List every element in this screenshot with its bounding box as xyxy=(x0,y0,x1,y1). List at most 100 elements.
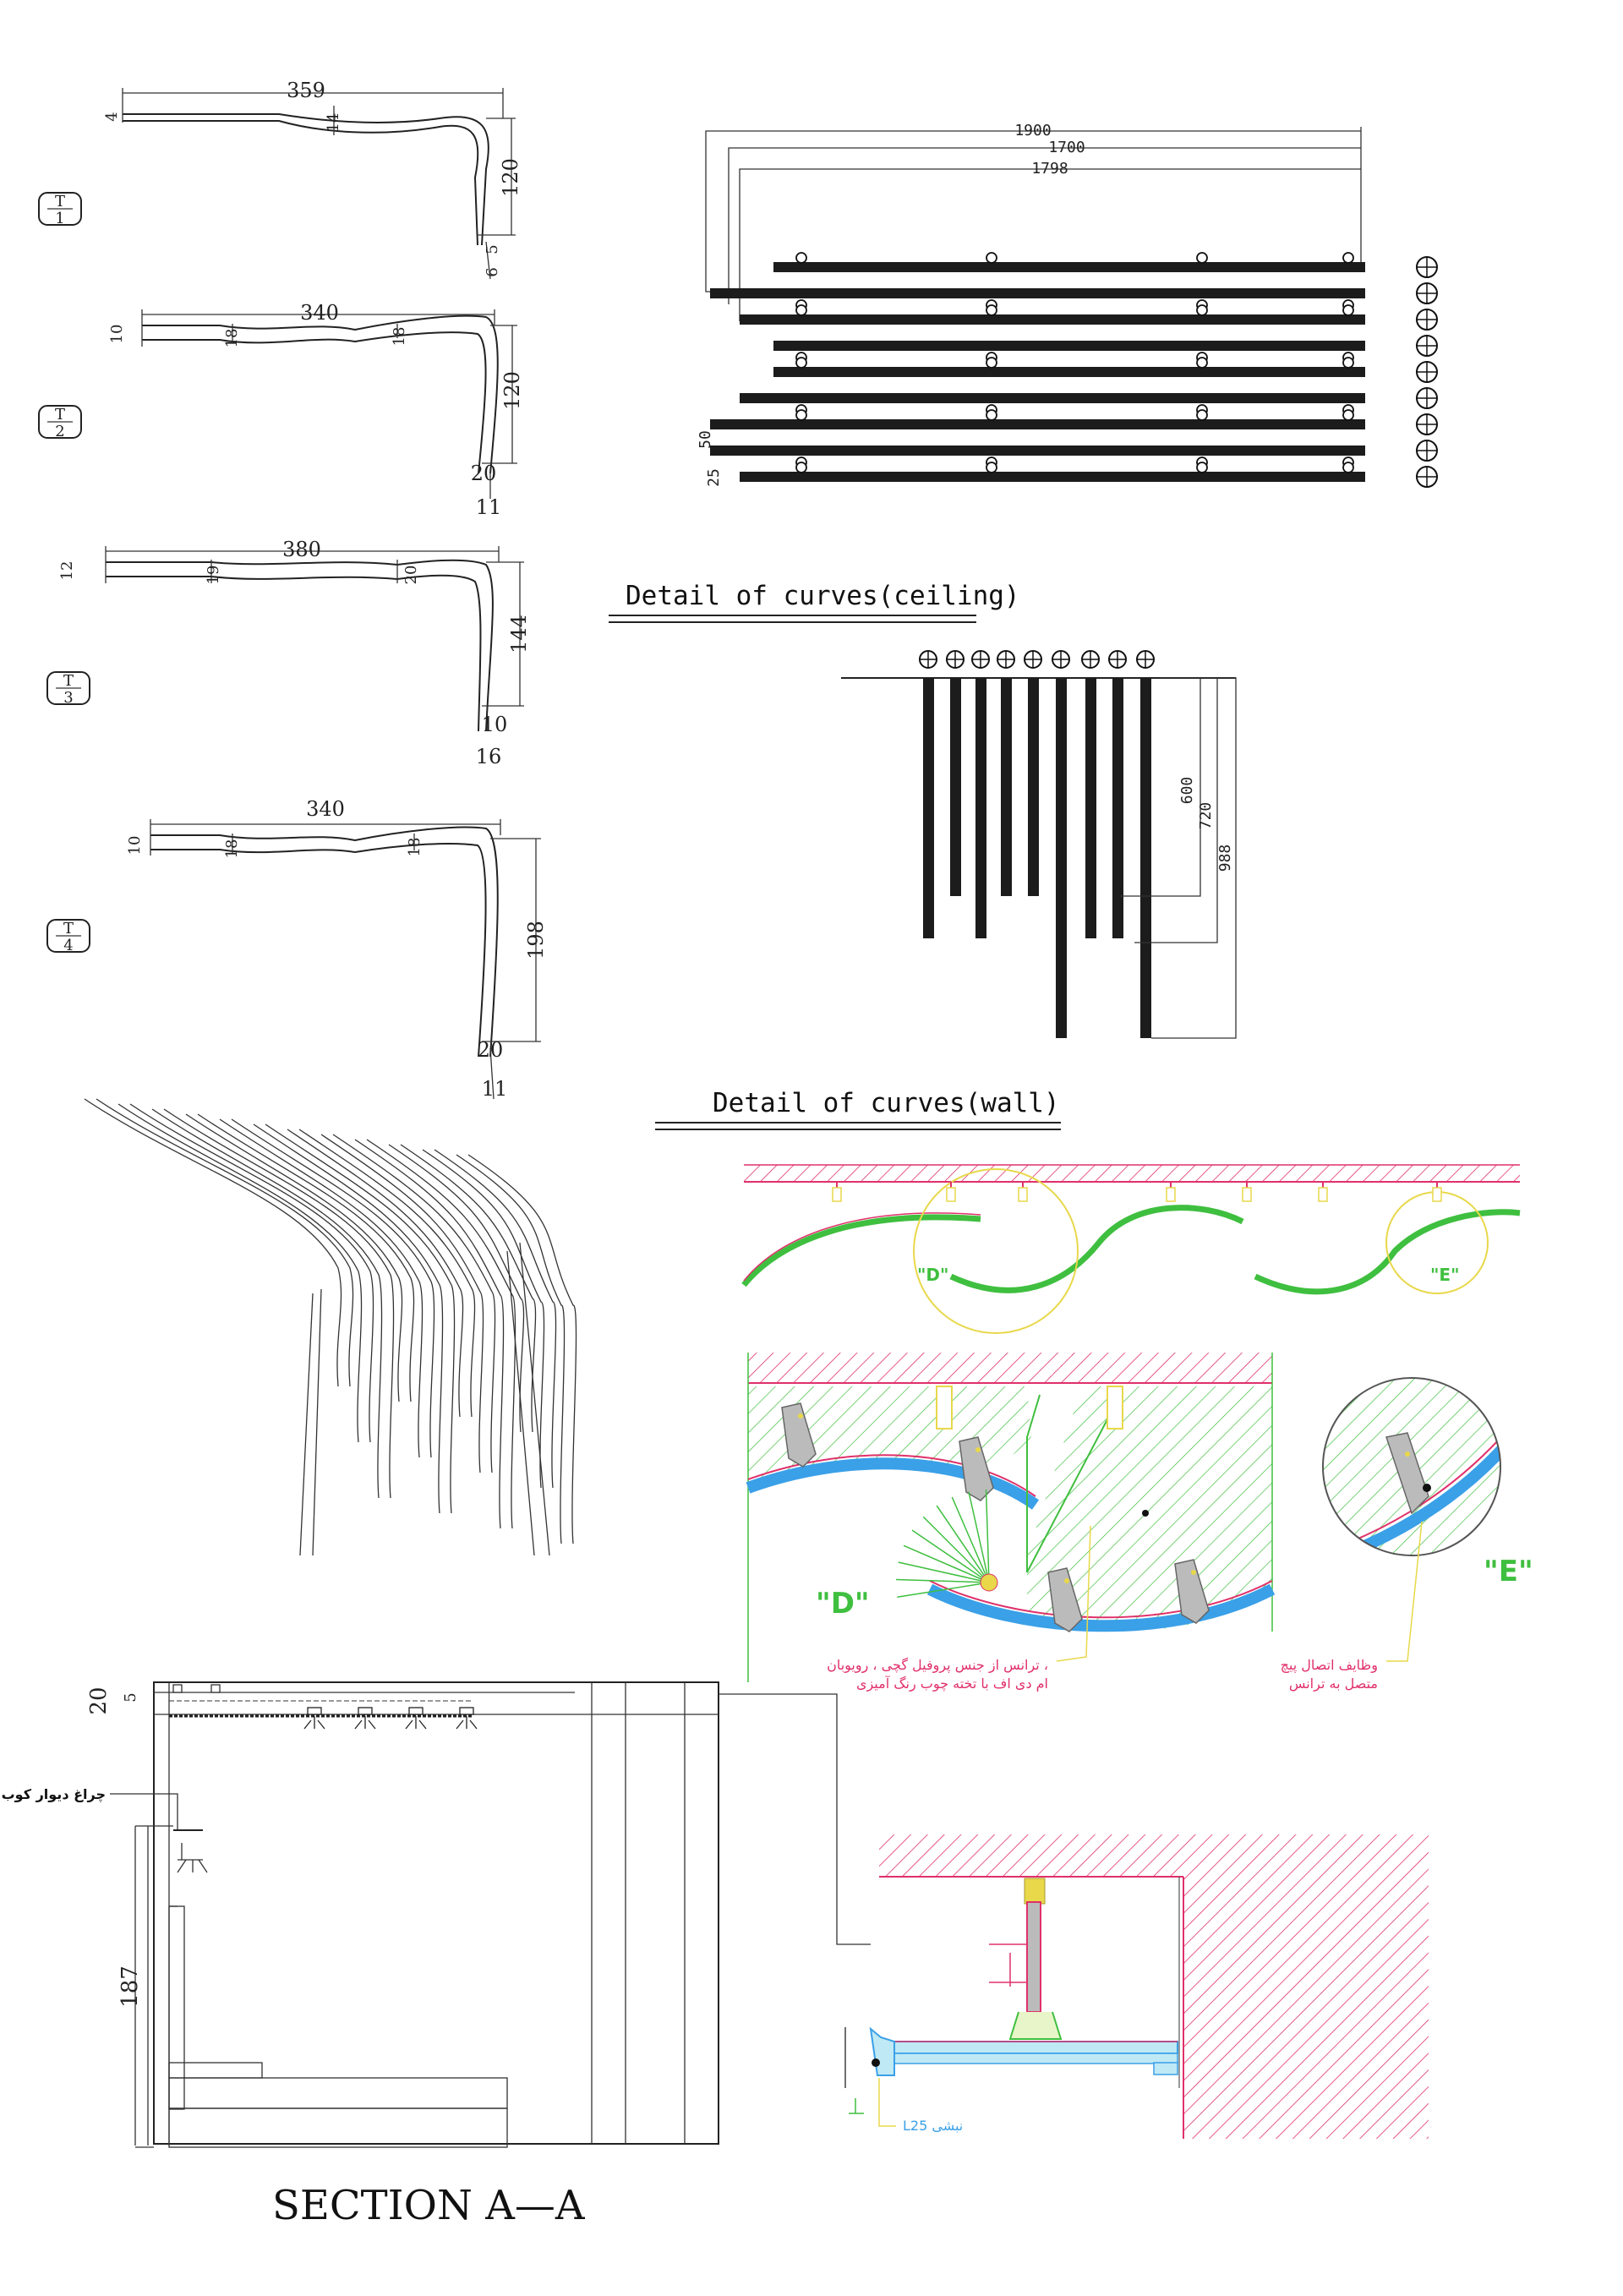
plan-hole xyxy=(1196,357,1208,369)
note1-line2: ام دی اف با تخته چوب رنگ آمیزی xyxy=(856,1676,1048,1692)
plan-hole xyxy=(1342,462,1354,473)
dim-bottom2: 16 xyxy=(476,745,502,768)
wall-title: Detail of curves(wall) xyxy=(713,1088,1060,1118)
plan-bar xyxy=(773,367,1365,377)
dim-left: 12 xyxy=(58,561,76,581)
perspective-strip-edge xyxy=(332,1134,496,1473)
connection-detail: L25 نبشی xyxy=(844,1834,1429,2139)
plan-bar xyxy=(773,341,1365,351)
plan-hole xyxy=(986,252,997,264)
perspective-strip xyxy=(219,1118,424,1458)
end-cap xyxy=(997,650,1015,669)
perspective-strip-edge xyxy=(96,1098,354,1387)
plan-bars xyxy=(710,252,1438,488)
end-cap xyxy=(946,650,965,669)
light-ray xyxy=(903,1544,990,1583)
light-ray xyxy=(897,1582,990,1598)
perspective-strip xyxy=(84,1098,342,1387)
bracket-bolt xyxy=(1191,1570,1196,1575)
light-ray xyxy=(968,1491,990,1583)
section-a-a: 20 5 187 چراغ دیوار کوب SECTION A—A xyxy=(2,1681,871,2229)
light-ray xyxy=(951,1496,990,1583)
ceiling-fixture xyxy=(172,1684,183,1693)
bracket xyxy=(1047,1567,1083,1632)
plan-bar xyxy=(710,419,1365,429)
ceiling-bar xyxy=(1112,678,1123,938)
dim-width: 340 xyxy=(306,797,345,821)
perspective-strip-edge xyxy=(467,1154,577,1544)
hanger-clip xyxy=(1318,1187,1328,1202)
end-cap xyxy=(1416,335,1438,357)
bracket-bolt xyxy=(975,1447,981,1452)
dim-width: 340 xyxy=(300,301,339,325)
plan-hole xyxy=(1196,304,1208,316)
perspective-strip xyxy=(185,1113,403,1402)
end-cap xyxy=(1416,361,1438,383)
perspective-strip xyxy=(456,1154,566,1544)
ceiling-detail: Detail of curves(ceiling) 600 720 988 xyxy=(609,581,1237,1039)
hanger-clip xyxy=(832,1187,842,1202)
plan-hole xyxy=(1342,252,1354,264)
ceiling-bar xyxy=(1140,678,1151,1038)
dim-bottom2: 11 xyxy=(476,495,502,519)
perspective-strip xyxy=(354,1139,505,1529)
downlight-icon xyxy=(456,1707,478,1730)
plan-hole xyxy=(986,409,997,421)
profile-tag-bottom: 1 xyxy=(55,210,64,227)
profile-tag-top: T xyxy=(63,672,74,690)
end-cap xyxy=(1416,466,1438,488)
end-cap xyxy=(971,650,990,669)
bracket xyxy=(959,1436,994,1501)
dim-mid1: 18 xyxy=(223,839,241,859)
plan-bar xyxy=(710,288,1365,298)
section-dim-20: 20 xyxy=(86,1686,112,1714)
perspective-strip-edge xyxy=(298,1129,476,1418)
ceiling-bars xyxy=(919,650,1155,1038)
perspective-strip-edge xyxy=(197,1113,415,1402)
hanger-clip xyxy=(1242,1187,1252,1202)
dim-mid2: 18 xyxy=(391,327,408,347)
dim-mid2: 18 xyxy=(406,838,424,857)
profile-tag xyxy=(46,671,90,705)
profile-tag-top: T xyxy=(63,920,74,938)
plan-dim-1900: 1900 xyxy=(1014,122,1051,139)
profile-t2: T 2 340 120 10 18 18 20 11 xyxy=(38,301,524,519)
dim-mid2: 20 xyxy=(402,566,420,585)
plan-hole xyxy=(1342,357,1354,369)
end-cap xyxy=(1416,256,1438,278)
end-cap xyxy=(1416,282,1438,304)
l25-label: L25 نبشی xyxy=(903,2118,963,2134)
light-ray xyxy=(985,1490,990,1583)
ceiling-dim-988: 988 xyxy=(1216,845,1234,872)
dim-height: 144 xyxy=(507,615,531,653)
perspective-strip-edge xyxy=(434,1149,557,1489)
plan-hole xyxy=(795,357,807,369)
bracket-bolt xyxy=(798,1413,803,1419)
hanger-clip xyxy=(946,1187,956,1202)
perspective-sketch xyxy=(84,1098,577,1556)
end-cap xyxy=(1024,650,1042,669)
downlight-icon xyxy=(303,1707,325,1730)
ceiling-dim-600: 600 xyxy=(1178,777,1196,805)
hanger-clip xyxy=(1018,1187,1028,1202)
plan-dim-1700: 1700 xyxy=(1048,139,1085,156)
light-ray xyxy=(898,1561,990,1583)
light-ray xyxy=(936,1505,990,1583)
bracket xyxy=(1174,1559,1210,1624)
end-cap xyxy=(919,650,937,669)
dim-bottom1: 20 xyxy=(478,1038,504,1062)
plan-bar xyxy=(740,314,1365,325)
profile-tag xyxy=(38,192,82,226)
end-cap xyxy=(1108,650,1127,669)
dim-bottom: 5 xyxy=(484,244,501,254)
perspective-strip-edge xyxy=(265,1123,456,1514)
plan-dim-50: 50 xyxy=(697,430,714,449)
plan-bar xyxy=(710,446,1365,456)
dim-left: 10 xyxy=(108,325,126,344)
perspective-strip xyxy=(287,1129,464,1418)
end-cap xyxy=(1052,650,1070,669)
dim-width: 380 xyxy=(282,538,321,561)
hanger-clip xyxy=(1166,1187,1176,1202)
downlight-icon xyxy=(354,1707,376,1730)
profile-tag xyxy=(38,405,82,439)
